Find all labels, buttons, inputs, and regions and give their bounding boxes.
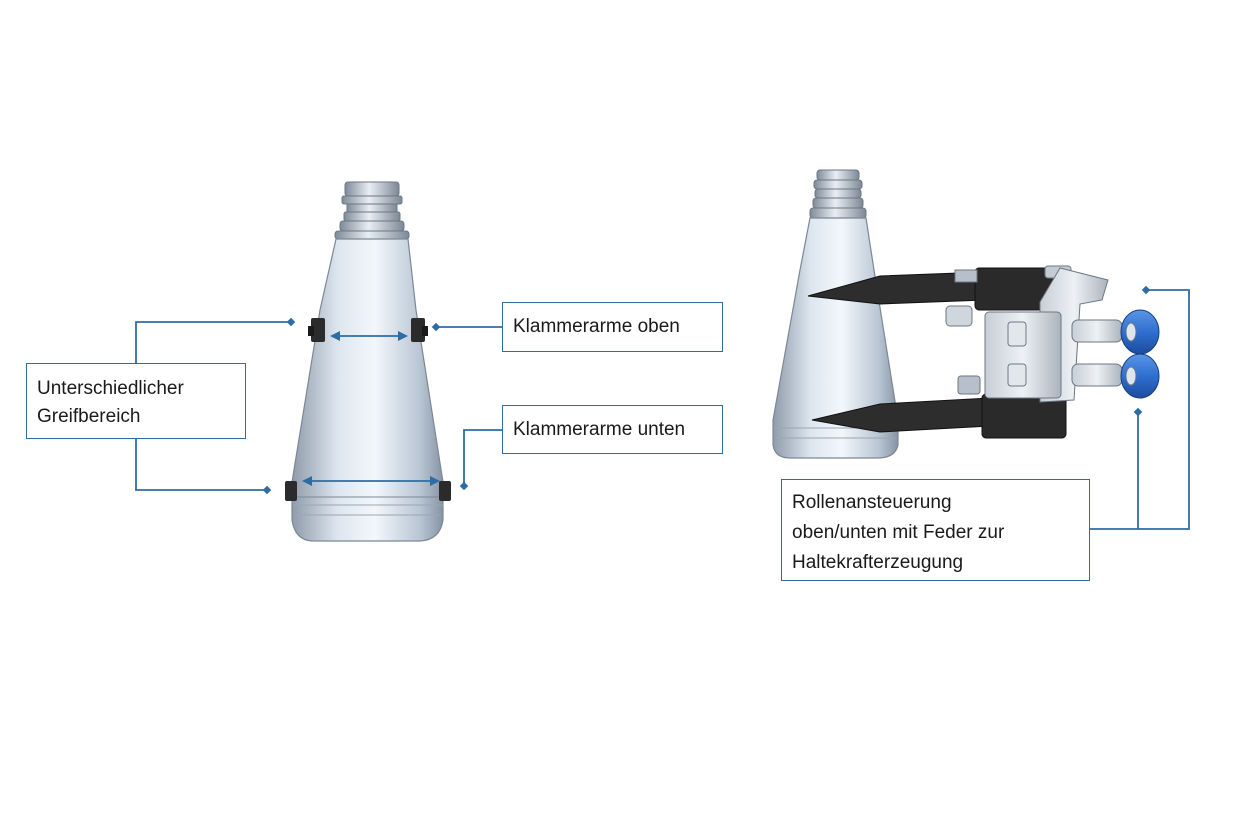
callout-rollenansteuerung-line-1: Rollenansteuerung (792, 492, 952, 513)
callout-klammerarme-oben-text: Klammerarme oben (513, 316, 680, 337)
leader-greif-top (135, 321, 291, 363)
left-bottle (285, 181, 451, 542)
leader-greif-bottom (135, 439, 267, 491)
right-assembly (772, 169, 1160, 459)
callout-greifbereich: Unterschiedlicher Greifbereich (26, 363, 246, 439)
callout-rollenansteuerung-line-3: Haltekrafterzeugung (792, 552, 964, 573)
leader-markers (262, 285, 1151, 495)
callout-klammerarme-oben: Klammerarme oben (502, 302, 723, 352)
leader-unten (463, 429, 502, 486)
callout-klammerarme-unten-text: Klammerarme unten (513, 419, 686, 440)
callout-greifbereich-line-2: Greifbereich (37, 406, 141, 427)
leader-rollen-upper (1090, 289, 1190, 530)
callout-rollenansteuerung-line-2: oben/unten mit Feder zur (792, 522, 1005, 543)
callout-greifbereich-line-1: Unterschiedlicher (37, 378, 184, 399)
leader-lines (135, 289, 1190, 530)
callout-rollenansteuerung: Rollenansteuerung oben/unten mit Feder z… (781, 479, 1090, 581)
callout-klammerarme-unten: Klammerarme unten (502, 405, 723, 454)
